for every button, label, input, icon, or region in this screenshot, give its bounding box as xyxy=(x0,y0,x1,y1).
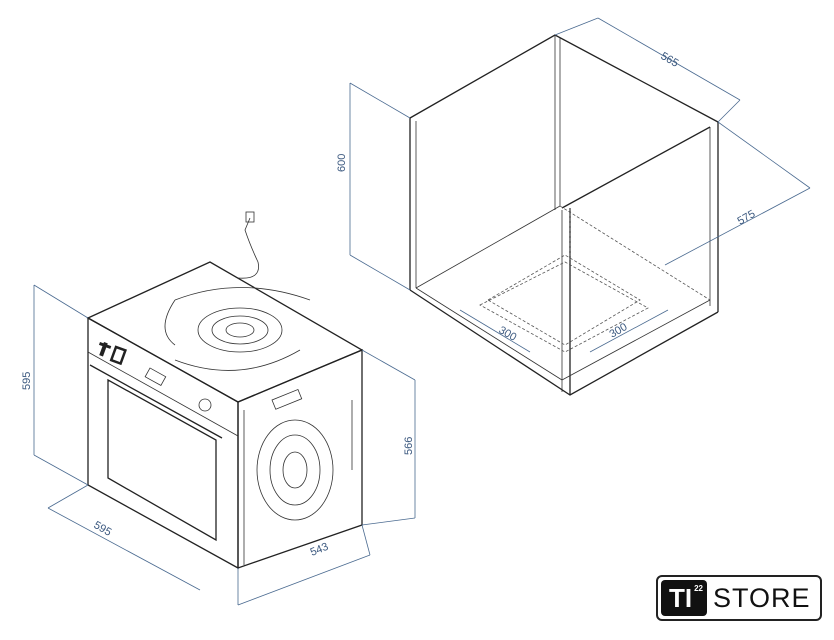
dim-oven-body-height: 566 xyxy=(403,437,415,455)
dim-oven-depth: 543 xyxy=(309,541,331,559)
dim-niche-height: 600 xyxy=(336,154,348,172)
logo-superscript: 22 xyxy=(694,584,704,593)
dim-vent-depth: 300 xyxy=(608,321,630,341)
oven-brand-mark xyxy=(98,342,127,366)
logo-suffix: STORE xyxy=(713,582,811,613)
oven xyxy=(33,211,416,606)
cabinet-niche xyxy=(349,17,811,396)
logo-brand: TI xyxy=(669,583,693,613)
dim-oven-height: 595 xyxy=(21,372,33,390)
dim-niche-depth: 575 xyxy=(736,208,758,228)
dim-oven-width: 595 xyxy=(92,519,114,539)
dim-niche-width: 565 xyxy=(659,50,681,70)
